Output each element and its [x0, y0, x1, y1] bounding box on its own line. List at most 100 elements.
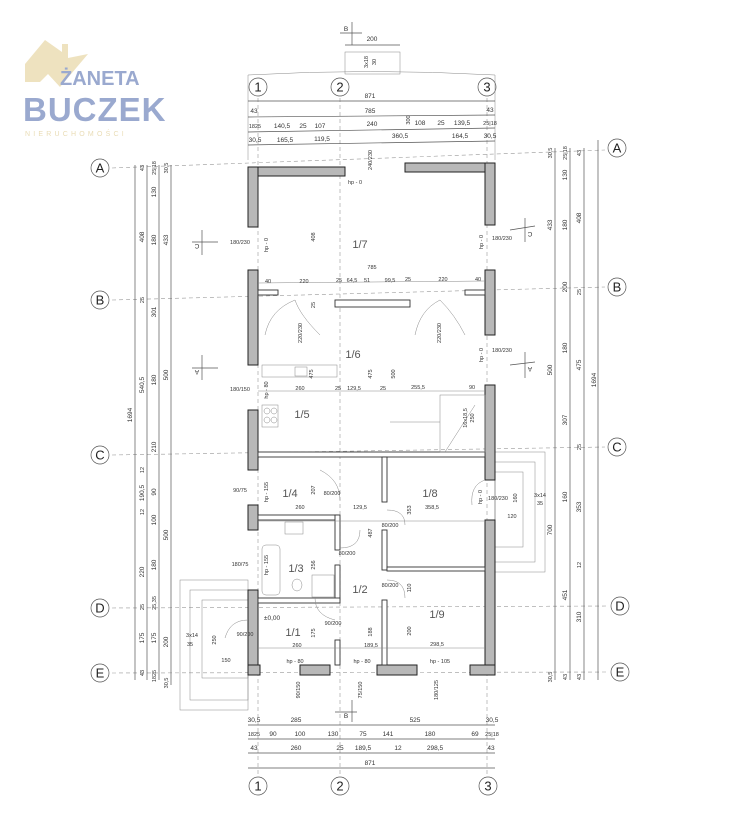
dim-label: 700 [547, 524, 554, 535]
dim-label: 30 [372, 59, 378, 65]
dim-label: 200 [562, 281, 569, 292]
section-mark-a-right: A [509, 352, 536, 378]
dim-label: 1825 [249, 124, 261, 130]
dim-label: 12 [140, 509, 146, 515]
dim-label: 310 [576, 611, 583, 622]
logo-line1: ŻANETA [60, 67, 140, 90]
dim-label: 119,5 [314, 136, 330, 143]
window-label: 180/230 [488, 496, 508, 502]
dim-label: 43 [140, 670, 146, 676]
dim-label: 43 [563, 674, 569, 680]
section-mark-b-top: B [340, 22, 362, 45]
top-dimensions: 871 43 785 43 300 1825 140,5 25 107 240 … [249, 93, 497, 144]
dim-label: 298,5 [430, 642, 444, 648]
doors [224, 299, 486, 639]
dim-label: 180 [151, 559, 158, 570]
dim-label: 164,5 [452, 133, 469, 140]
dim-label: 260 [292, 643, 301, 649]
stairs-icon [390, 394, 486, 453]
room-1-2: 1/2 [352, 584, 367, 596]
axis-1-bottom: 1 [248, 776, 268, 796]
axis-d-right: D [610, 596, 630, 616]
dim-label: 301 [151, 306, 158, 317]
room-1-3: 1/3 [288, 563, 303, 575]
toilet-icon [291, 578, 303, 592]
dim-label: 433 [163, 234, 170, 245]
dim-label: 433 [547, 219, 554, 230]
dim-label: 1825 [248, 732, 260, 738]
dim-label: 51 [364, 278, 370, 284]
dim-label: 408 [311, 232, 317, 241]
bathtub-icon [261, 544, 281, 596]
section-label: C [527, 230, 532, 237]
dim-label: 256 [311, 560, 317, 569]
dim-label: 180 [151, 234, 158, 245]
dim-label: 250 [212, 635, 218, 644]
axis-label: B [96, 293, 105, 308]
dim-label: 525 [410, 717, 421, 724]
shower-icon [311, 574, 335, 598]
sill-label: hp - 80 [353, 659, 370, 665]
dim-label: 25 [335, 386, 341, 392]
door-label: 220/230 [298, 323, 304, 343]
dim-label: 298,5 [427, 745, 444, 752]
window-label: 90/75 [233, 488, 247, 494]
dim-label: 43 [140, 165, 146, 171]
dim-label: 200 [407, 626, 413, 635]
dim-label: 129,5 [353, 505, 367, 511]
door-label: 90/200 [237, 632, 254, 638]
window-label: 90/150 [296, 682, 302, 699]
dim-label: 130 [151, 186, 158, 197]
section-marks: B B C A C A [192, 22, 536, 722]
dim-label: 451 [562, 589, 569, 600]
dim-label: 25 [380, 386, 386, 392]
dim-label: 130 [328, 731, 339, 738]
washbasin-icon [284, 521, 304, 535]
axis-b-right: B [607, 277, 627, 297]
window-label: 180/230 [492, 348, 512, 354]
axis-d-left: D [90, 598, 110, 618]
dim-label: 43 [577, 150, 583, 156]
dim-label: 75 [359, 731, 367, 738]
stairs-label: 250 [470, 413, 476, 422]
dim-label: 90 [469, 385, 475, 391]
dim-label: 207 [311, 485, 317, 494]
axis-markers: 1 2 3 1 2 3 A B C D E A B C D E [90, 77, 630, 796]
sill-label: hp - 80 [286, 659, 303, 665]
fixtures [261, 364, 486, 598]
dim-label: 12 [394, 745, 402, 752]
dim-label: 25 [437, 120, 445, 127]
dim-label: 30,5 [548, 672, 554, 683]
dim-label: 43 [487, 745, 495, 752]
dim-label: 165,5 [277, 137, 294, 144]
room-1-9: 1/9 [429, 609, 444, 621]
window-label: 240/230 [368, 150, 374, 170]
room-labels: 1/1 1/2 1/3 1/4 1/5 1/6 1/7 1/8 1/9 ±0,0… [264, 239, 445, 639]
dim-label: 35 [187, 642, 193, 648]
axis-1-top: 1 [248, 77, 268, 97]
bottom-dimensions: 30,5 285 525 30,5 1825 90 100 130 75 141… [248, 717, 499, 767]
dim-label: 500 [163, 369, 170, 380]
axis-label: C [612, 440, 621, 455]
dim-label: 358,5 [425, 505, 439, 511]
dim-label: 25|18 [152, 161, 158, 175]
dim-label: 40 [475, 277, 481, 283]
dimension-lines [134, 71, 599, 769]
axis-label: 1 [254, 80, 261, 95]
axis-label: D [615, 599, 624, 614]
window-label: 75/150 [358, 682, 364, 699]
axis-b-left: B [90, 290, 110, 310]
axis-label: A [613, 141, 622, 156]
dim-label: 100 [295, 731, 306, 738]
dim-label: 25 [577, 444, 583, 450]
room-1-4: 1/4 [282, 488, 297, 500]
dim-label: 25|18 [563, 146, 569, 160]
dim-label: 871 [365, 93, 376, 100]
kitchen-counter [261, 364, 338, 378]
dim-label: 40 [265, 279, 271, 285]
dim-label: 500 [547, 364, 554, 375]
sill-label: hp - 0 [478, 490, 484, 504]
dim-label: 1694 [127, 407, 134, 422]
dim-label: 139,5 [454, 120, 471, 127]
agency-logo: ŻANETA BUCZEK NIERUCHOMOŚCI [23, 40, 166, 138]
